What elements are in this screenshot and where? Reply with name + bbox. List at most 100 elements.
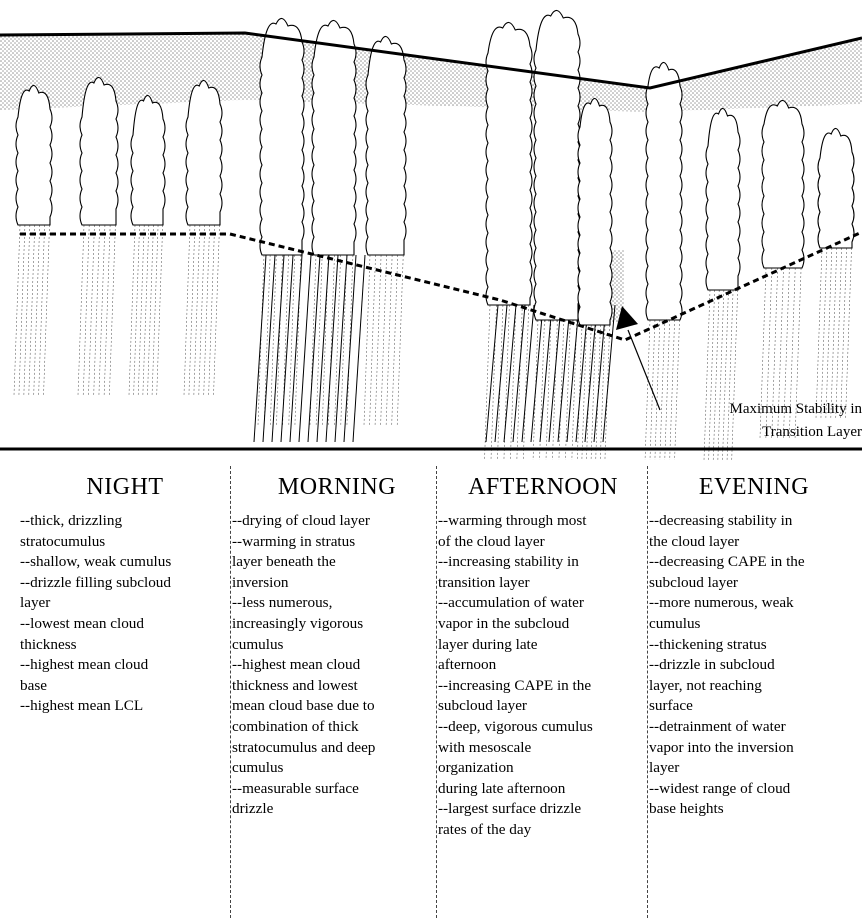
column-list: --decreasing stability in the cloud laye…	[649, 511, 859, 820]
cumulus-tower	[80, 77, 118, 225]
column-divider	[647, 466, 648, 918]
drizzle-streak	[94, 225, 100, 395]
drizzle-streak	[392, 255, 398, 425]
list-item: layer	[649, 758, 859, 779]
drizzle-streak	[83, 225, 89, 395]
drizzle-streak	[551, 320, 557, 460]
annotation-line-2: Transition Layer	[762, 424, 862, 440]
surface-drizzle-line	[504, 305, 516, 442]
list-item: with mesoscale	[438, 738, 648, 759]
drizzle-streak	[532, 320, 538, 460]
list-item: thickness	[20, 635, 230, 656]
drizzle-streak	[523, 305, 529, 460]
column-title: MORNING	[232, 474, 442, 501]
drizzle-streak	[214, 225, 220, 395]
column-list: --drying of cloud layer --warming in str…	[232, 511, 442, 820]
drizzle-streak	[826, 248, 832, 418]
cumulus-tower	[486, 22, 532, 305]
cloud-diagram: Maximum Stability in Transition Layer	[0, 0, 862, 460]
drizzle-streak	[19, 225, 25, 395]
drizzle-streak	[104, 225, 110, 395]
list-item: --detrainment of water	[649, 717, 859, 738]
list-item: --less numerous,	[232, 593, 442, 614]
list-item: combination of thick	[232, 717, 442, 738]
column-morning: MORNING --drying of cloud layer --warmin…	[232, 466, 442, 920]
drizzle-streak	[143, 225, 149, 395]
drizzle-streak	[328, 255, 334, 425]
surface-drizzle-line	[513, 305, 525, 442]
list-item: subcloud layer	[649, 573, 859, 594]
drizzle-streak	[718, 290, 724, 460]
cumulus-tower	[762, 100, 804, 268]
drizzle-streak	[24, 225, 30, 395]
list-item: increasingly vigorous	[232, 614, 442, 635]
drizzle-streak	[147, 225, 153, 395]
cumulus-tower	[312, 20, 356, 255]
drizzle-streak	[134, 225, 140, 395]
surface-drizzle-line	[540, 305, 552, 442]
annotation-line-1: Maximum Stability in	[729, 401, 862, 417]
drizzle-streak	[316, 255, 322, 425]
drizzle-streak	[364, 255, 370, 425]
cumulus-tower	[818, 128, 854, 248]
annotation-pointer	[616, 306, 660, 410]
column-title: EVENING	[649, 474, 859, 501]
list-item: --drizzle filling subcloud	[20, 573, 230, 594]
list-item: of the cloud layer	[438, 532, 648, 553]
drizzle-streak	[194, 225, 200, 395]
surface-drizzle-line	[531, 305, 543, 442]
list-item: --warming through most	[438, 511, 648, 532]
drizzle-streak	[846, 248, 852, 418]
drizzle-streak	[821, 248, 827, 418]
list-item: surface	[649, 696, 859, 717]
drizzle-streak	[199, 225, 205, 395]
list-item: during late afternoon	[438, 779, 648, 800]
drizzle-streak	[157, 225, 163, 395]
drizzle-streak	[14, 225, 20, 395]
list-item: --increasing stability in	[438, 552, 648, 573]
drizzle-streak	[204, 225, 210, 395]
surface-drizzle-line	[326, 255, 338, 442]
drizzle-streak	[347, 255, 353, 425]
drizzle-streak	[152, 225, 158, 395]
drizzle-streak	[516, 305, 522, 460]
list-item: --largest surface drizzle	[438, 799, 648, 820]
drizzle-streak	[138, 225, 144, 395]
drizzle-streak	[209, 225, 215, 395]
column-afternoon: AFTERNOON --warming through most of the …	[438, 466, 648, 920]
list-item: --thick, drizzling	[20, 511, 230, 532]
drizzle-streak	[836, 248, 842, 418]
drizzle-streak	[831, 248, 837, 418]
list-item: cumulus	[649, 614, 859, 635]
cumulus-tower	[131, 95, 165, 225]
drizzle-streak	[44, 225, 50, 395]
list-item: vapor into the inversion	[649, 738, 859, 759]
drizzle-streak	[709, 290, 715, 460]
surface-drizzle-line	[272, 255, 284, 442]
surface-drizzle-line	[353, 255, 365, 442]
cumulus-tower	[366, 36, 406, 255]
list-item: cumulus	[232, 758, 442, 779]
list-item: --shallow, weak cumulus	[20, 552, 230, 573]
list-item: stratocumulus	[20, 532, 230, 553]
cumulus-tower	[186, 80, 222, 225]
surface-drizzle-line	[299, 255, 311, 442]
drizzle-streak	[664, 320, 670, 460]
list-item: drizzle	[232, 799, 442, 820]
column-divider	[436, 466, 437, 918]
drizzle-streak	[654, 320, 660, 460]
drizzle-streak	[727, 290, 733, 460]
list-item: layer, not reaching	[649, 676, 859, 697]
drizzle-streak	[184, 225, 190, 395]
drizzle-streak	[576, 325, 582, 460]
drizzle-streak	[816, 248, 822, 418]
list-item: --accumulation of water	[438, 593, 648, 614]
surface-drizzle-line	[254, 255, 266, 442]
drizzle-streak	[375, 255, 381, 425]
drizzle-streak	[99, 225, 105, 395]
list-item: stratocumulus and deep	[232, 738, 442, 759]
drizzle-streak	[381, 255, 387, 425]
list-item: inversion	[232, 573, 442, 594]
drizzle-streak	[370, 255, 376, 425]
column-evening: EVENING --decreasing stability in the cl…	[649, 466, 859, 920]
